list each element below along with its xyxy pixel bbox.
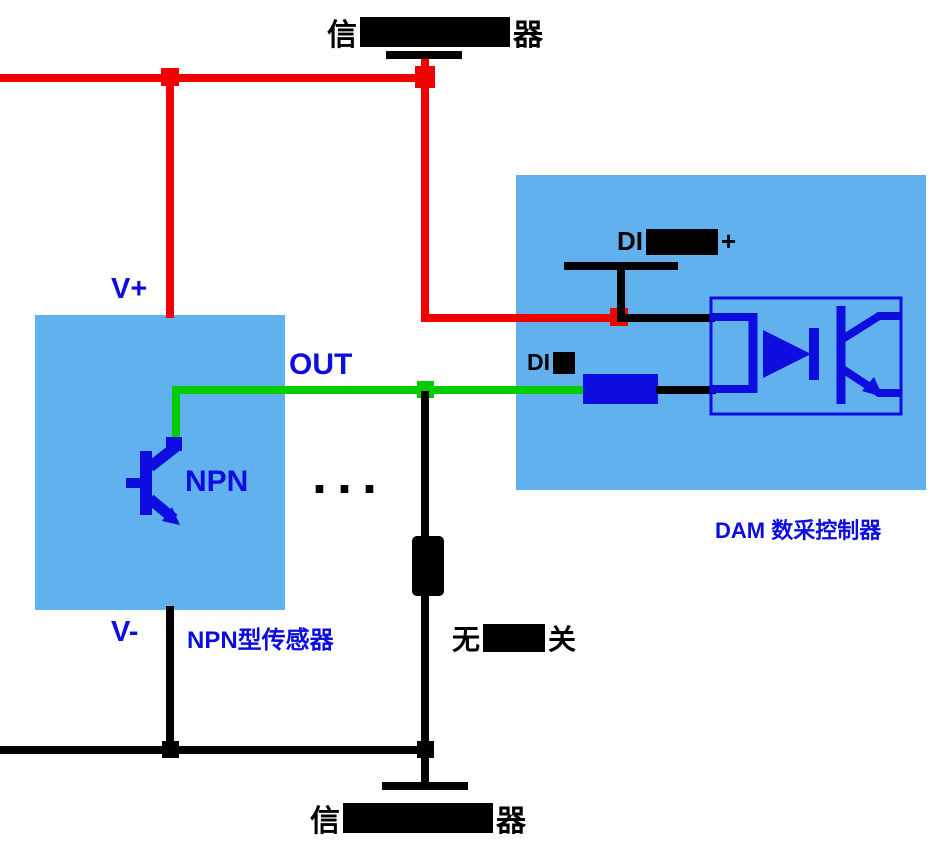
- black-junction-dot: [162, 741, 179, 758]
- optocoupler-icon: [709, 296, 903, 416]
- passive-switch-label-suffix: 关: [548, 624, 577, 655]
- top-power-label: 信 器: [327, 10, 543, 54]
- bottom-power-label: 信 器: [310, 796, 526, 840]
- ground-rail-wire: [0, 746, 430, 754]
- redaction-box: [483, 624, 546, 652]
- out-drop-wire: [172, 386, 180, 448]
- top-power-label-suffix: 器: [513, 19, 543, 52]
- v-minus-label: V-: [111, 616, 139, 648]
- redaction-box: [343, 803, 493, 833]
- passive-switch-label-prefix: 无: [452, 624, 481, 655]
- bottom-power-bar: [382, 782, 468, 790]
- bottom-power-label-suffix: 器: [496, 805, 526, 838]
- redaction-box: [360, 17, 510, 47]
- redaction-box: [646, 228, 718, 255]
- red-junction-dot: [415, 66, 435, 88]
- sensor-caption: NPN型传感器: [187, 627, 334, 654]
- vminus-drop-wire: [166, 606, 174, 750]
- passive-switch-label: 无 关: [452, 618, 576, 658]
- out-signal-wire: [172, 386, 585, 394]
- dry-contact-label-prefix: DI: [617, 226, 643, 256]
- dry-contact-label: DI +: [617, 226, 736, 257]
- di-bottom-wire: [656, 386, 716, 394]
- positive-drop-wire: [421, 59, 429, 321]
- ground-stub-wire: [421, 751, 429, 783]
- controller-caption: DAM 数采控制器: [715, 518, 882, 543]
- top-power-label-prefix: 信: [327, 19, 357, 52]
- di-resistor: [583, 374, 658, 404]
- npn-label: NPN: [185, 465, 249, 498]
- positive-branch-wire: [421, 314, 621, 322]
- di-top-wire: [617, 314, 715, 322]
- positive-rail-wire: [0, 74, 429, 82]
- dry-contact-label-suffix: +: [721, 226, 737, 256]
- di-pin-label: DI: [527, 349, 575, 376]
- redaction-box: [553, 351, 575, 374]
- top-power-bar: [386, 51, 462, 59]
- continuation-dots: ...: [312, 445, 388, 505]
- passive-switch-body: [412, 536, 444, 596]
- di-pin-text: DI: [527, 349, 550, 375]
- out-label: OUT: [289, 348, 353, 381]
- red-junction-dot: [161, 68, 179, 86]
- dry-contact-stem: [617, 262, 625, 322]
- bottom-power-label-prefix: 信: [310, 805, 340, 838]
- npn-transistor-icon: [126, 437, 182, 525]
- vplus-drop-wire: [166, 78, 174, 318]
- v-plus-label: V+: [111, 273, 148, 305]
